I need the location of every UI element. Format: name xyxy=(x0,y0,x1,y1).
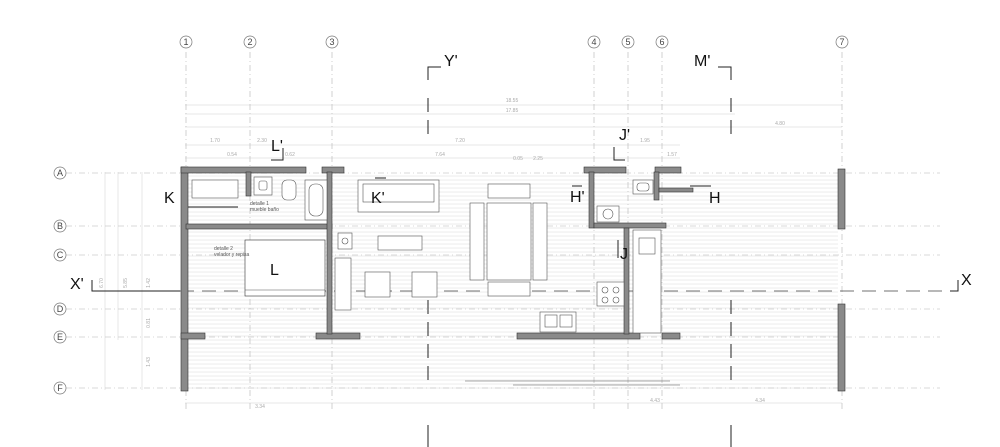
detail-notes: detalle 1 mueble baño detalle 2 velador … xyxy=(214,201,279,258)
dim-row-a-6: 1.57 xyxy=(667,152,677,158)
dim-mid-3: 7.20 xyxy=(455,138,465,144)
axis-label-3: 3 xyxy=(329,37,334,47)
section-marker-j: J xyxy=(620,246,628,263)
dim-top-right: 4.80 xyxy=(775,121,785,127)
dimension-lines xyxy=(104,104,842,404)
axis-label-d: D xyxy=(57,304,64,314)
section-marker-k-prime: K' xyxy=(371,190,385,207)
column-axes xyxy=(179,35,849,49)
axis-label-c: C xyxy=(57,250,64,260)
dim-left-3: 1.42 xyxy=(146,278,152,288)
section-marker-x: X xyxy=(961,272,972,289)
dim-left-total: 6.70 xyxy=(99,278,105,288)
row-axes xyxy=(53,166,67,395)
dim-mid-4: 1.95 xyxy=(640,138,650,144)
section-marker-k: K xyxy=(164,190,175,207)
dim-left-5: 1.43 xyxy=(146,357,152,367)
section-markers: Y' M' L' J' K K' H' H L J X' X xyxy=(70,53,972,293)
detail-2-title: detalle 2 xyxy=(214,246,233,252)
dim-bottom-3: 4.34 xyxy=(755,398,765,404)
section-marker-x-prime: X' xyxy=(70,276,84,293)
dim-left-4: 0.81 xyxy=(146,318,152,328)
dim-row-a-3: 7.64 xyxy=(435,152,445,158)
axis-label-7: 7 xyxy=(839,37,844,47)
axis-label-e: E xyxy=(57,332,63,342)
axis-label-4: 4 xyxy=(591,37,596,47)
axis-label-2: 2 xyxy=(247,37,252,47)
section-marker-j-prime: J' xyxy=(619,127,630,144)
dim-bottom-1: 3.34 xyxy=(255,404,265,410)
axis-label-6: 6 xyxy=(659,37,664,47)
axis-label-f: F xyxy=(57,383,63,393)
dimension-labels: 18.55 17.85 4.80 1.70 2.30 7.20 1.95 0.5… xyxy=(99,98,785,410)
dim-left-2: 5.85 xyxy=(123,278,129,288)
axis-label-a: A xyxy=(57,168,63,178)
dim-row-a-5: 2.25 xyxy=(533,156,543,162)
axis-label-b: B xyxy=(57,221,63,231)
walls xyxy=(180,166,846,392)
row-axis-labels: A B C D E F xyxy=(57,168,64,393)
detail-1-subtitle: mueble baño xyxy=(250,207,279,213)
dim-top-second: 17.85 xyxy=(506,108,519,114)
section-marker-h-prime: H' xyxy=(570,189,585,206)
dim-row-a-1: 0.54 xyxy=(227,152,237,158)
section-marker-l: L xyxy=(270,262,279,279)
section-marker-h: H xyxy=(709,190,721,207)
detail-2-subtitle: velador y repisa xyxy=(214,252,250,258)
section-marker-l-prime: L' xyxy=(271,138,283,155)
section-marker-y-prime: Y' xyxy=(444,53,458,70)
furniture xyxy=(191,176,680,386)
dim-row-a-4: 0.05 xyxy=(513,156,523,162)
dim-top-overall: 18.55 xyxy=(506,98,519,104)
axis-label-1: 1 xyxy=(183,37,188,47)
column-axis-labels: 1 2 3 4 5 6 7 xyxy=(183,37,844,47)
dim-bottom-2: 4.43 xyxy=(650,398,660,404)
axis-label-5: 5 xyxy=(625,37,630,47)
dim-mid-1: 1.70 xyxy=(210,138,220,144)
dim-row-a-2: 0.62 xyxy=(285,152,295,158)
detail-1-title: detalle 1 xyxy=(250,201,269,207)
section-marker-m-prime: M' xyxy=(694,53,710,70)
dim-mid-2: 2.30 xyxy=(257,138,267,144)
